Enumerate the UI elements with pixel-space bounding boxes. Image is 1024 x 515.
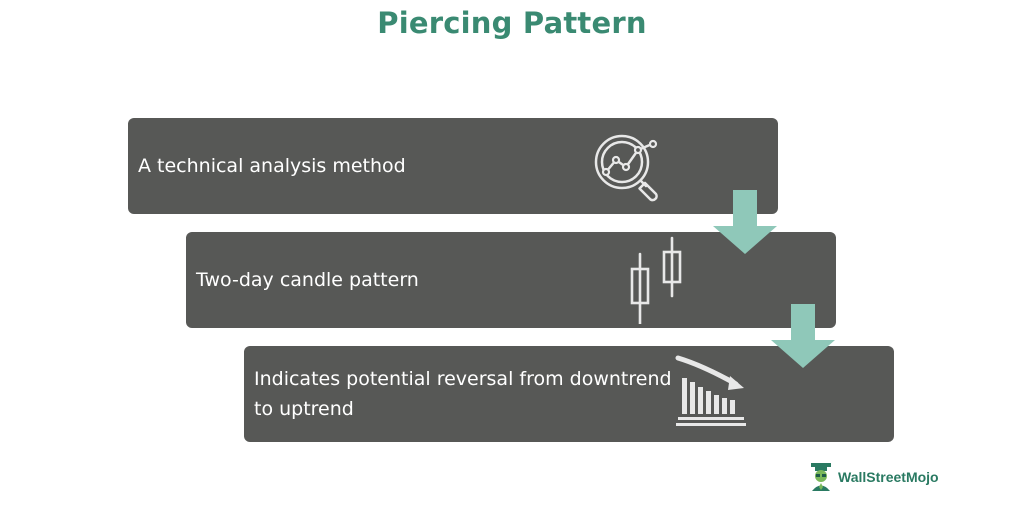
declining-bar-chart-icon [675, 355, 746, 426]
step-text-3: Indicates potential reversal from downtr… [254, 368, 672, 420]
down-arrow-1 [713, 190, 777, 254]
brand-logo: WallStreetMojo [808, 462, 939, 492]
page-title: Piercing Pattern [377, 6, 647, 40]
step-box-3: Indicates potential reversal from downtr… [244, 346, 894, 442]
brand-name: WallStreetMojo [838, 469, 939, 485]
down-arrow-2 [771, 304, 835, 368]
mascot-icon [811, 463, 831, 491]
step-text-1: A technical analysis method [138, 155, 406, 177]
step-box-1: A technical analysis method [128, 118, 778, 214]
candlestick-icon [630, 236, 682, 324]
step-text-2: Two-day candle pattern [196, 269, 419, 291]
magnifier-chart-icon [594, 134, 658, 202]
step-box-2: Two-day candle pattern [186, 232, 836, 328]
